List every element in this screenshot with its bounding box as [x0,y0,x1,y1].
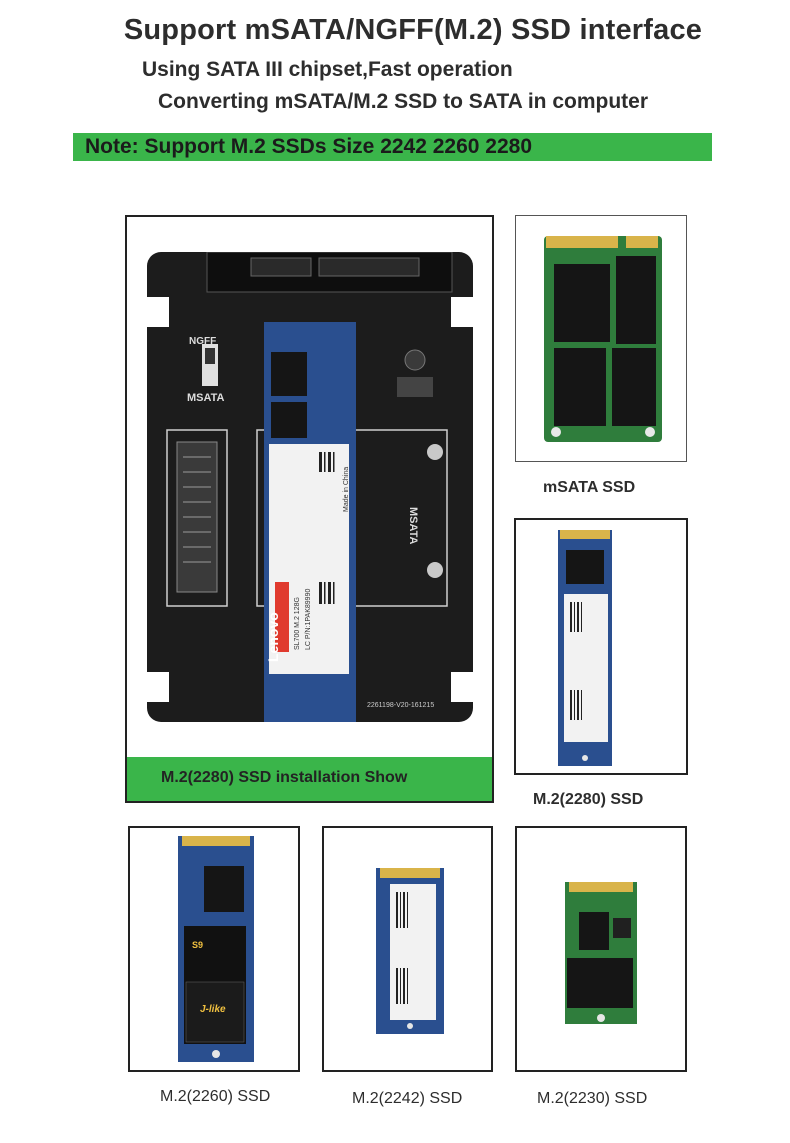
m2-2230-ssd-panel [515,826,687,1072]
board-code-label: 2261198-V20-161215 [367,702,435,709]
installation-caption-bar: M.2(2280) SSD installation Show [127,757,492,801]
m2-2260-ssd-caption: M.2(2260) SSD [160,1088,271,1105]
m2-2280-ssd-panel [514,518,688,775]
subtitle-converting: Converting mSATA/M.2 SSD to SATA in comp… [158,90,649,113]
m2-2260-model-label: S9 [192,940,204,950]
m2-2242-ssd-panel [322,826,493,1072]
board-label-msata: MSATA [187,392,225,404]
msata-ssd-image [544,236,662,442]
m2-2260-brand-label: J-like [200,1004,226,1015]
msata-ssd-panel [515,215,687,462]
adapter-board-image: NGFF MSATA MSATA Lenovo SL700 M.2 128G L… [147,252,473,722]
adapter-board-illustration [147,252,473,722]
m2-2280-ssd-caption: M.2(2280) SSD [533,791,644,808]
m2-2260-ssd-image [178,836,254,1062]
m2-2230-ssd-caption: M.2(2230) SSD [537,1090,648,1107]
ssd-model-label: SL700 M.2 128G [294,597,301,650]
page-title: Support mSATA/NGFF(M.2) SSD interface [123,14,703,46]
board-label-msata-vertical: MSATA [407,507,419,545]
ssd-brand-label: Lenovo [265,612,281,662]
subtitle-chipset: Using SATA III chipset,Fast operation [142,58,513,81]
msata-ssd-caption: mSATA SSD [543,479,636,496]
m2-2242-ssd-caption: M.2(2242) SSD [352,1090,463,1107]
ssd-made-in-label: Made in China [343,466,350,512]
m2-2230-ssd-image [565,882,637,1024]
note-banner: Note: Support M.2 SSDs Size 2242 2260 22… [73,133,712,161]
ssd-pn-label: LC P/N:1PAK89990 [305,588,312,650]
board-label-ngff: NGFF [189,336,217,347]
installation-caption: M.2(2280) SSD installation Show [161,769,408,786]
installation-panel: NGFF MSATA MSATA Lenovo SL700 M.2 128G L… [125,215,494,803]
m2-2260-ssd-panel: J-like S9 [128,826,300,1072]
m2-2280-ssd-image [558,530,612,766]
m2-2242-ssd-image [376,868,444,1034]
